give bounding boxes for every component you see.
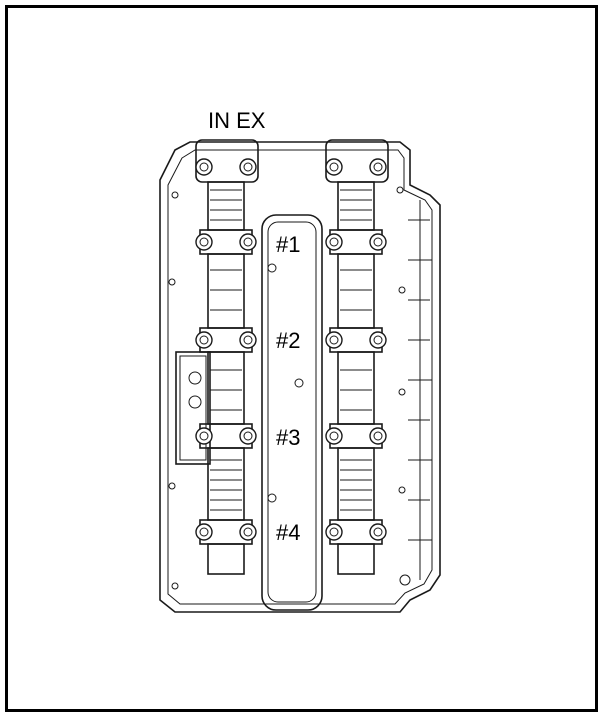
cap-label-4: #4 bbox=[276, 520, 300, 545]
cap-label-2: #2 bbox=[276, 328, 300, 353]
center-channel bbox=[261, 214, 323, 611]
intake-camshaft bbox=[195, 139, 259, 575]
exhaust-camshaft bbox=[325, 139, 389, 575]
cap-bolts bbox=[195, 158, 387, 541]
cap-label-3: #3 bbox=[276, 425, 300, 450]
left-bracket bbox=[175, 351, 211, 465]
diagram-frame bbox=[5, 5, 598, 712]
head-outline bbox=[159, 141, 441, 613]
center-channel-inner bbox=[267, 221, 317, 603]
right-ribs bbox=[408, 200, 432, 580]
camshaft-header-label: IN EX bbox=[208, 108, 266, 133]
head-inner-outline bbox=[167, 149, 433, 605]
gasket-holes bbox=[168, 186, 411, 590]
cap-label-1: #1 bbox=[276, 232, 300, 257]
